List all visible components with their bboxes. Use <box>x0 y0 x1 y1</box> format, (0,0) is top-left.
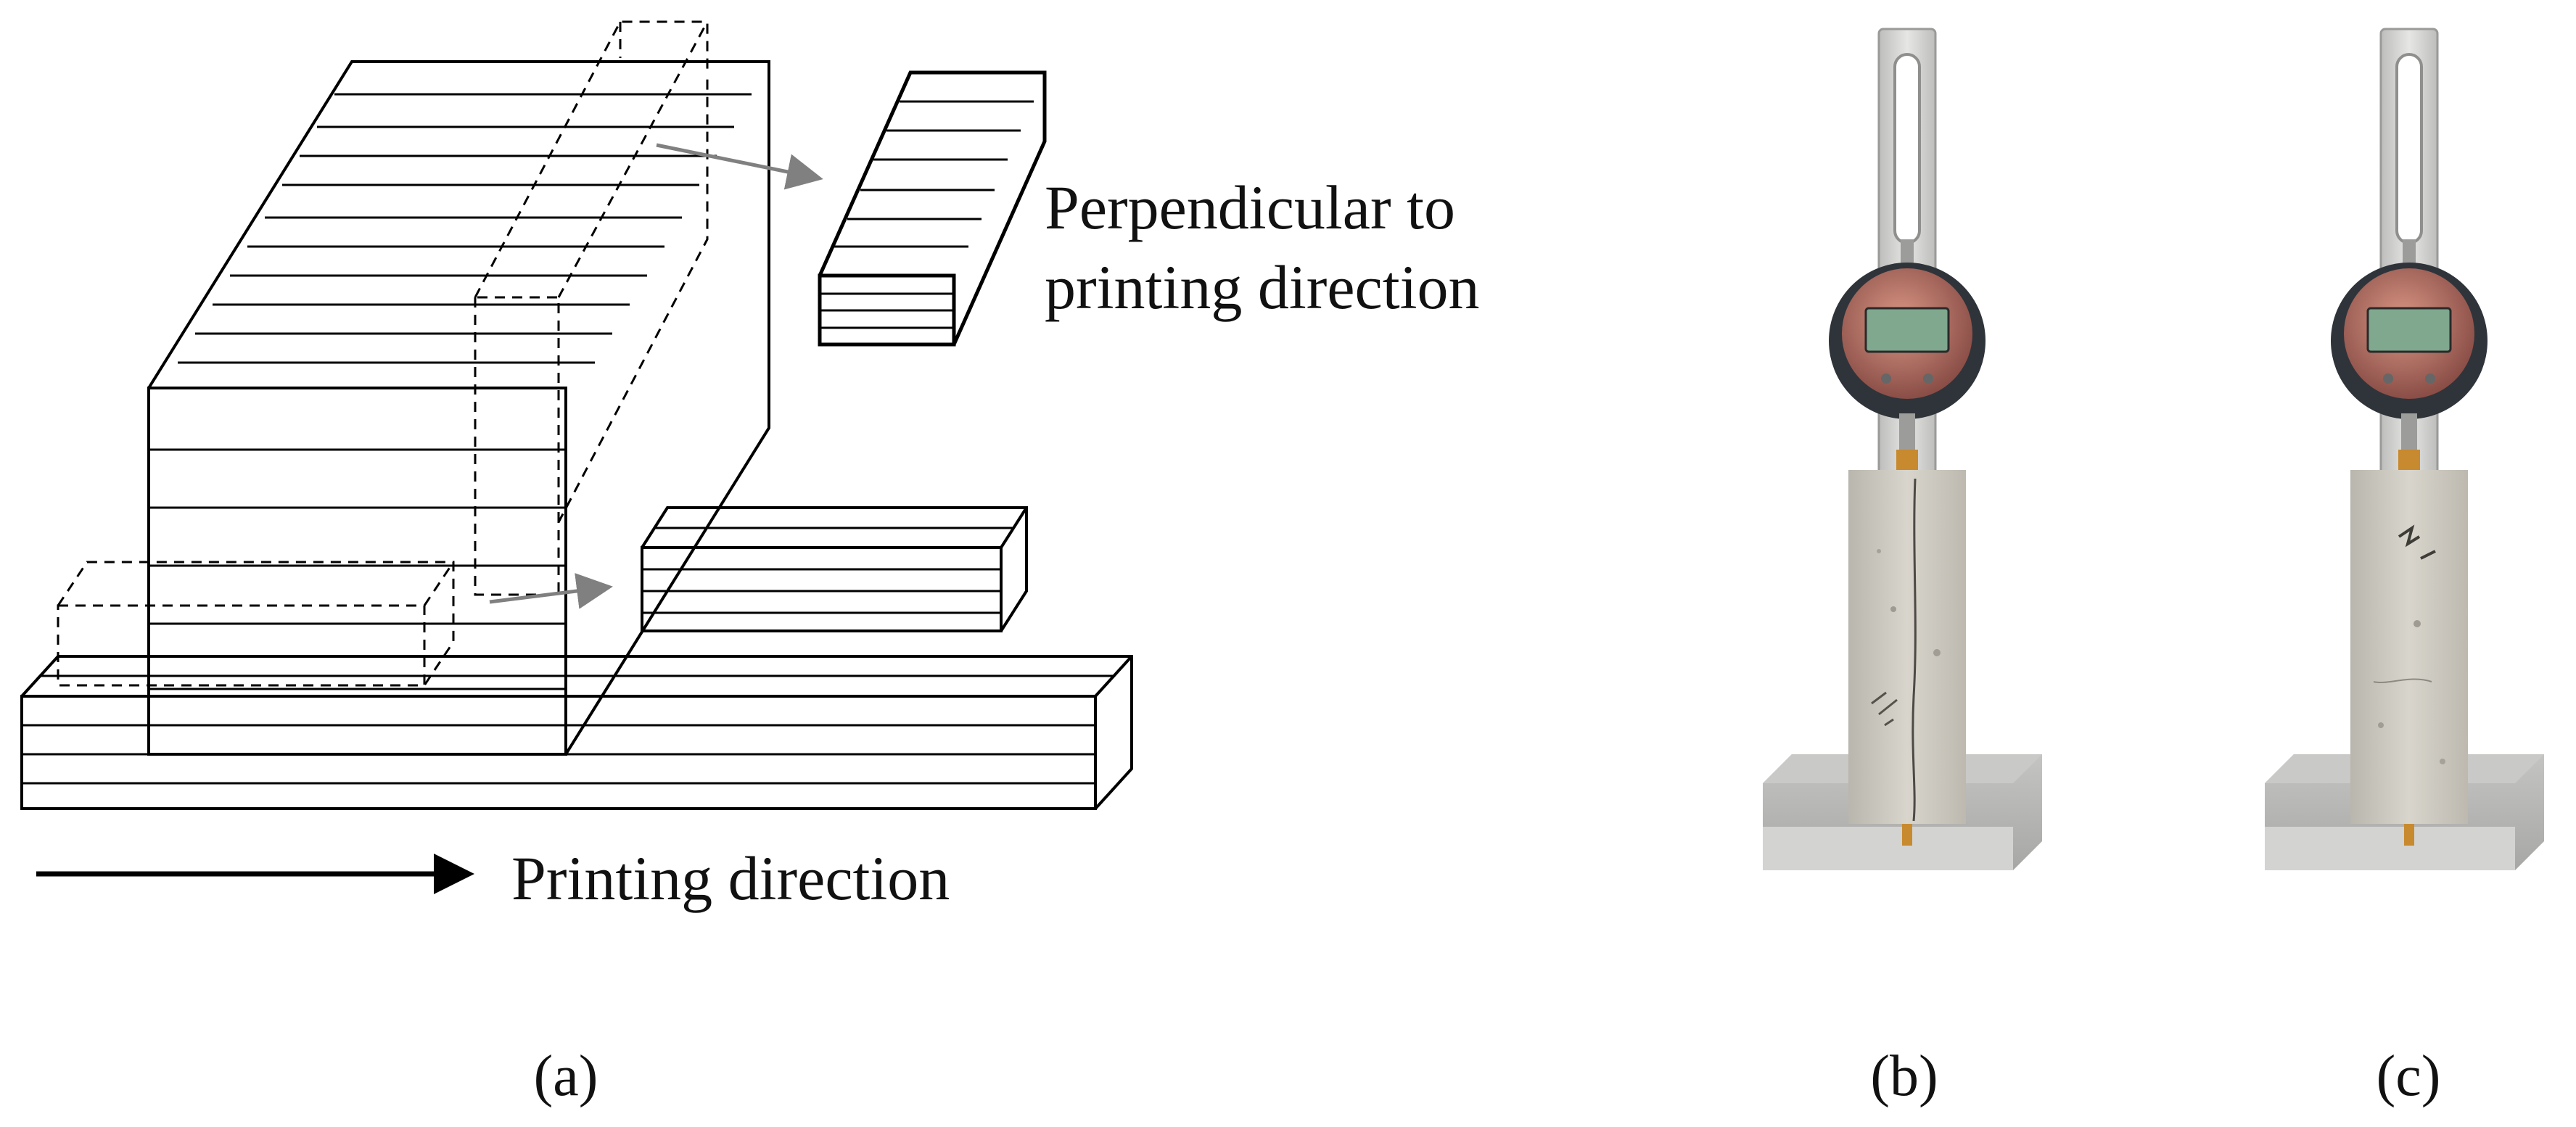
dial-gauge <box>2331 263 2487 479</box>
caption-c: (c) <box>2377 1044 2441 1108</box>
perpendicular-label-line2: printing direction <box>1045 252 1479 322</box>
caption-b: (b) <box>1870 1044 1938 1108</box>
arrow-to-parallel-specimen <box>489 573 613 609</box>
parallel-specimen <box>641 506 1028 632</box>
panel-a-schematic <box>20 20 1133 894</box>
filament-dashed-specimen <box>57 561 455 687</box>
bottom-pin <box>1902 824 1912 846</box>
arrow-to-perpendicular-specimen <box>656 143 823 190</box>
slab-dashed-specimen <box>474 20 709 596</box>
perpendicular-specimen <box>818 70 1047 347</box>
panel-b-photo <box>1763 28 2042 870</box>
slab-front-layers <box>149 448 566 690</box>
concrete-specimen <box>1848 470 1966 824</box>
caption-a: (a) <box>534 1044 598 1108</box>
bottom-pin <box>2404 824 2414 846</box>
printed-slab <box>147 20 770 756</box>
concrete-specimen <box>2350 470 2468 824</box>
printed-filament <box>20 561 1133 810</box>
printing-direction-label: Printing direction <box>511 843 950 913</box>
perpendicular-label-line1: Perpendicular to <box>1045 173 1455 242</box>
base-plate <box>1763 754 2042 870</box>
panel-c-photo <box>2265 28 2544 870</box>
dial-gauge <box>1829 263 1986 479</box>
slab-top-layers <box>178 93 752 364</box>
